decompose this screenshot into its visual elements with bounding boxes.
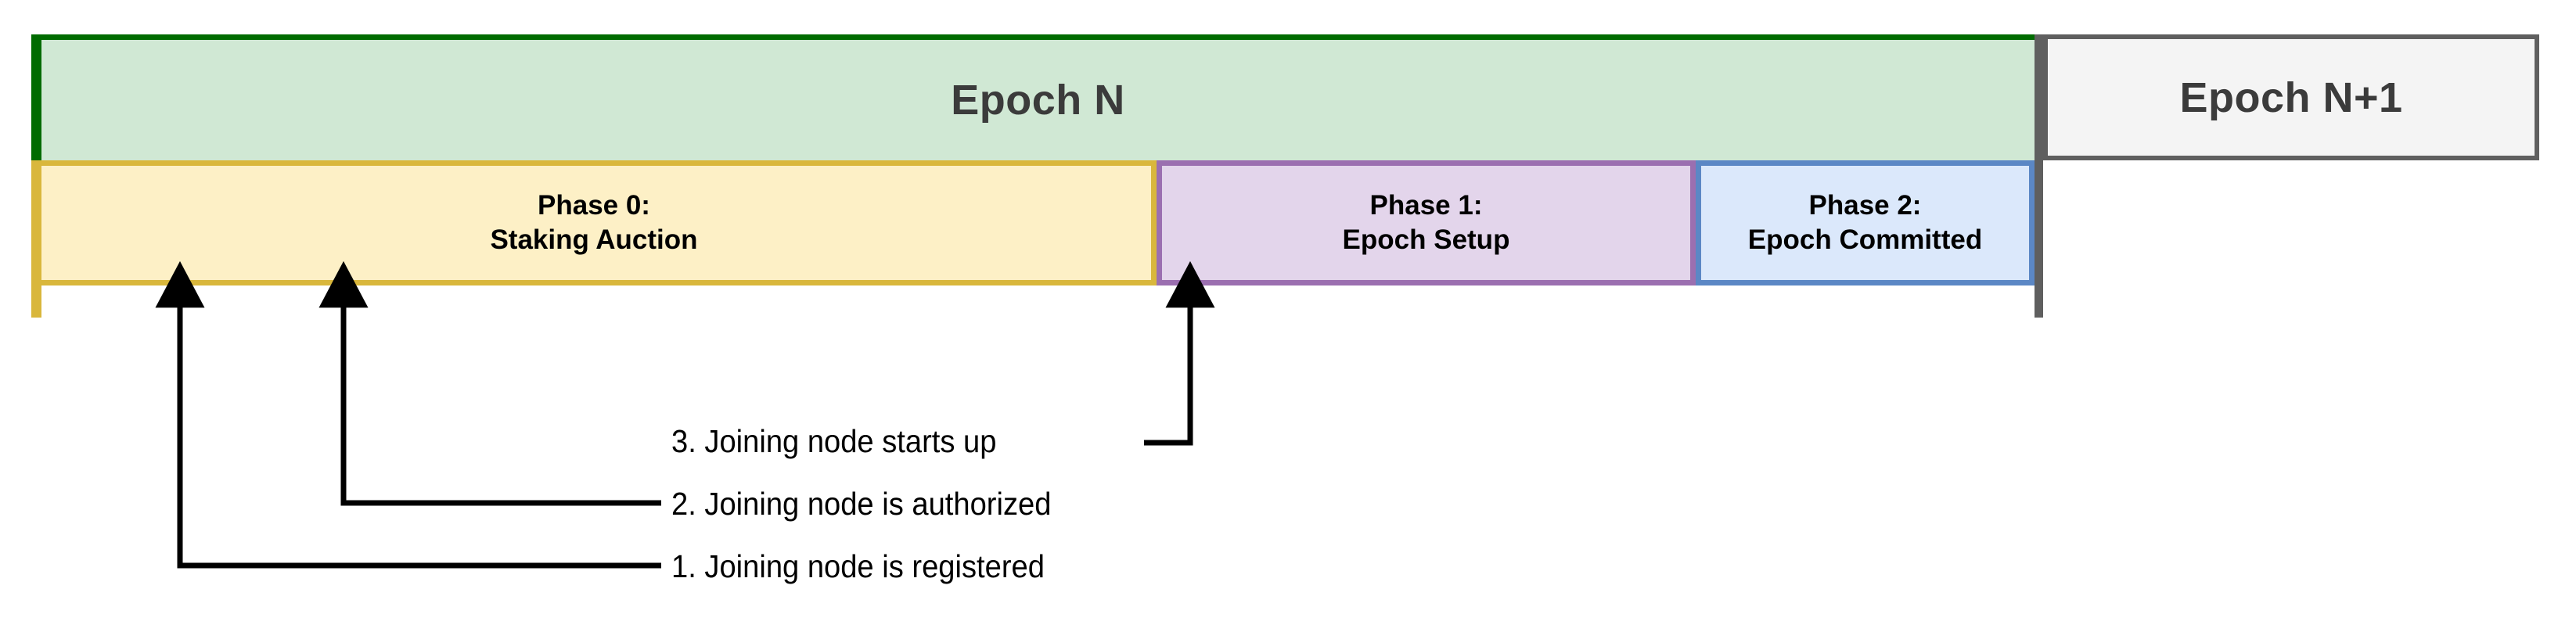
phase-2-subtitle: Epoch Committed (1747, 224, 1983, 255)
phase-1-subtitle: Epoch Setup (1342, 224, 1510, 255)
epoch-n-box: Epoch N (31, 34, 2035, 160)
leader-line-authorized (318, 260, 661, 506)
epoch-n-plus-1-label: Epoch N+1 (2179, 74, 2403, 121)
epoch-boundary-divider (2035, 34, 2043, 318)
phase-1-title: Phase 1: (1369, 190, 1483, 221)
phase-0-title: Phase 0: (538, 190, 650, 221)
phase-2-title: Phase 2: (1808, 190, 1922, 221)
callout-starts-up: 3. Joining node starts up (671, 423, 997, 459)
phase-0-box: Phase 0: Staking Auction (31, 160, 1157, 285)
epoch-n-label: Epoch N (951, 77, 1125, 124)
callout-registered: 1. Joining node is registered (671, 548, 1045, 584)
phase-2-box: Phase 2: Epoch Committed (1696, 160, 2035, 285)
callout-authorized: 2. Joining node is authorized (671, 486, 1052, 522)
epoch-n-plus-1-box: Epoch N+1 (2043, 34, 2539, 160)
phase-0-subtitle: Staking Auction (490, 224, 698, 255)
leader-line-starts-up (1144, 260, 1215, 446)
phase-2-label: Phase 2: Epoch Committed (1748, 189, 1982, 257)
phase-0-left-stem (31, 160, 41, 318)
phase-1-box: Phase 1: Epoch Setup (1157, 160, 1696, 285)
phase-0-label: Phase 0: Staking Auction (490, 189, 697, 257)
phase-1-label: Phase 1: Epoch Setup (1343, 189, 1510, 257)
leader-line-registered (155, 260, 661, 569)
